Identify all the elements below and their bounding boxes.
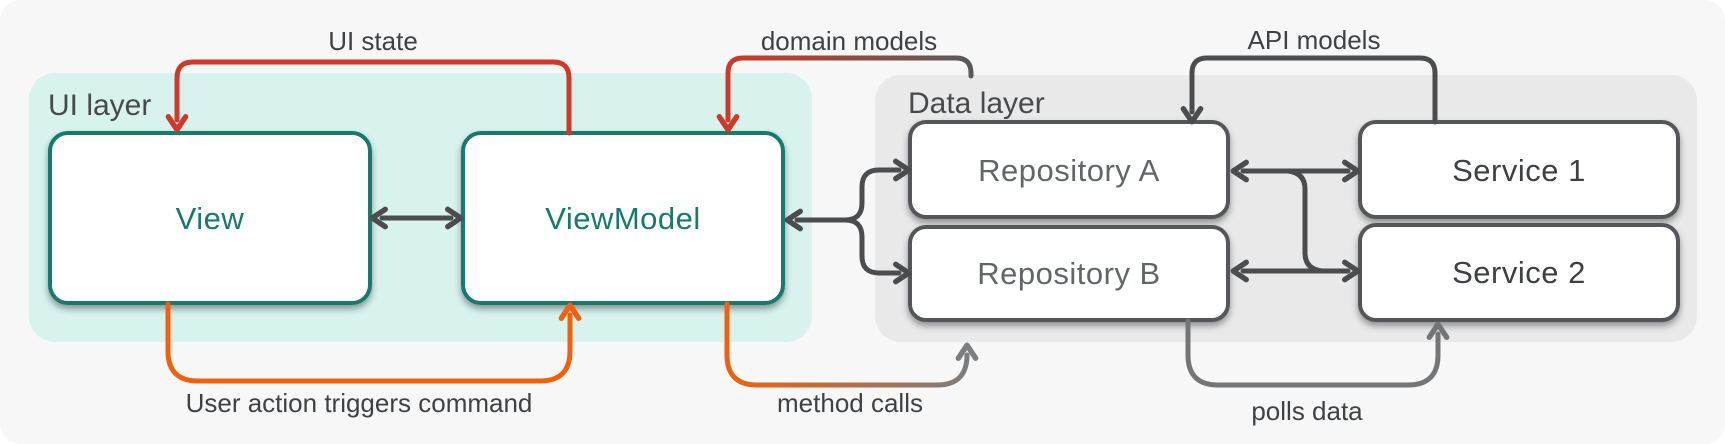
ui-state-arrow bbox=[165, 59, 572, 136]
data-layer-label: Data layer bbox=[908, 87, 1045, 120]
ui-state-label: UI state bbox=[328, 26, 418, 56]
viewmodel-repo-b-branch bbox=[842, 217, 912, 285]
polls-data-label: polls data bbox=[1251, 396, 1363, 426]
api-models-label: API models bbox=[1248, 25, 1381, 55]
service-2-label: Service 2 bbox=[1452, 255, 1586, 290]
viewmodel-node-label: ViewModel bbox=[545, 201, 701, 236]
viewmodel-repo-a-branch bbox=[842, 158, 912, 223]
api-models-arrow bbox=[1180, 55, 1438, 125]
user-action-arrow bbox=[165, 301, 582, 384]
service-1-label: Service 1 bbox=[1452, 153, 1586, 188]
repository-b-label: Repository B bbox=[977, 256, 1160, 291]
view-node-label: View bbox=[176, 201, 245, 236]
polls-data-arrow bbox=[1185, 318, 1450, 388]
domain-models-arrow bbox=[716, 55, 974, 133]
domain-models-label: domain models bbox=[761, 26, 937, 56]
method-calls-label: method calls bbox=[777, 388, 923, 418]
repository-a-label: Repository A bbox=[978, 153, 1160, 188]
method-calls-arrow bbox=[724, 301, 979, 388]
cross-connector bbox=[1285, 168, 1325, 274]
user-action-label: User action triggers command bbox=[186, 388, 533, 418]
ui-layer-label: UI layer bbox=[48, 89, 151, 122]
